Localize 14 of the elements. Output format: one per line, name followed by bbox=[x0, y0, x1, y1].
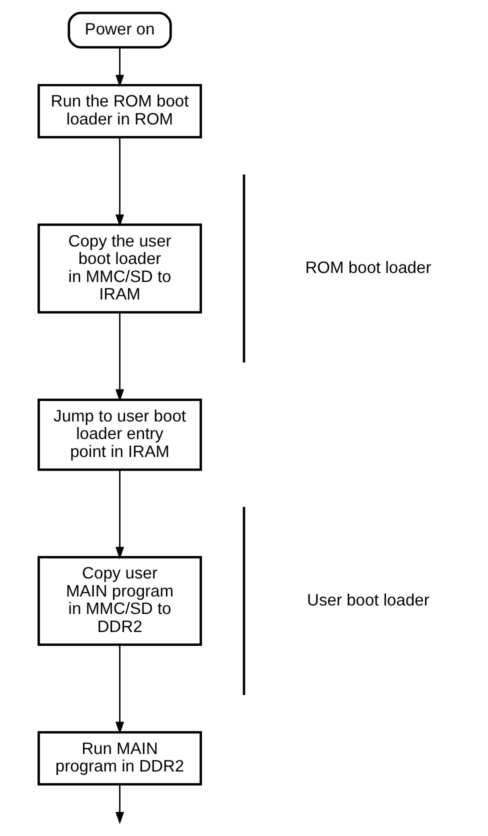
label: User boot loader bbox=[307, 590, 430, 610]
node-box: Jump to user boot loader entry point in IRAM bbox=[38, 398, 202, 471]
arrow bbox=[115, 312, 124, 402]
arrow bbox=[115, 137, 124, 227]
node-box: Run MAIN program in DDR2 bbox=[38, 731, 202, 786]
arrow bbox=[115, 48, 124, 88]
label: ROM boot loader bbox=[305, 258, 432, 277]
node-box: Copy the user boot loader in MMC/SD to IRAM bbox=[38, 224, 202, 314]
arrow bbox=[115, 784, 124, 824]
node-box: Run the ROM boot loader in ROM bbox=[38, 84, 202, 138]
arrow bbox=[115, 644, 124, 734]
node-box: Copy user MAIN program in MMC/SD to DDR2 bbox=[38, 556, 202, 646]
arrow bbox=[115, 470, 124, 560]
node-box: Power on bbox=[68, 12, 172, 48]
